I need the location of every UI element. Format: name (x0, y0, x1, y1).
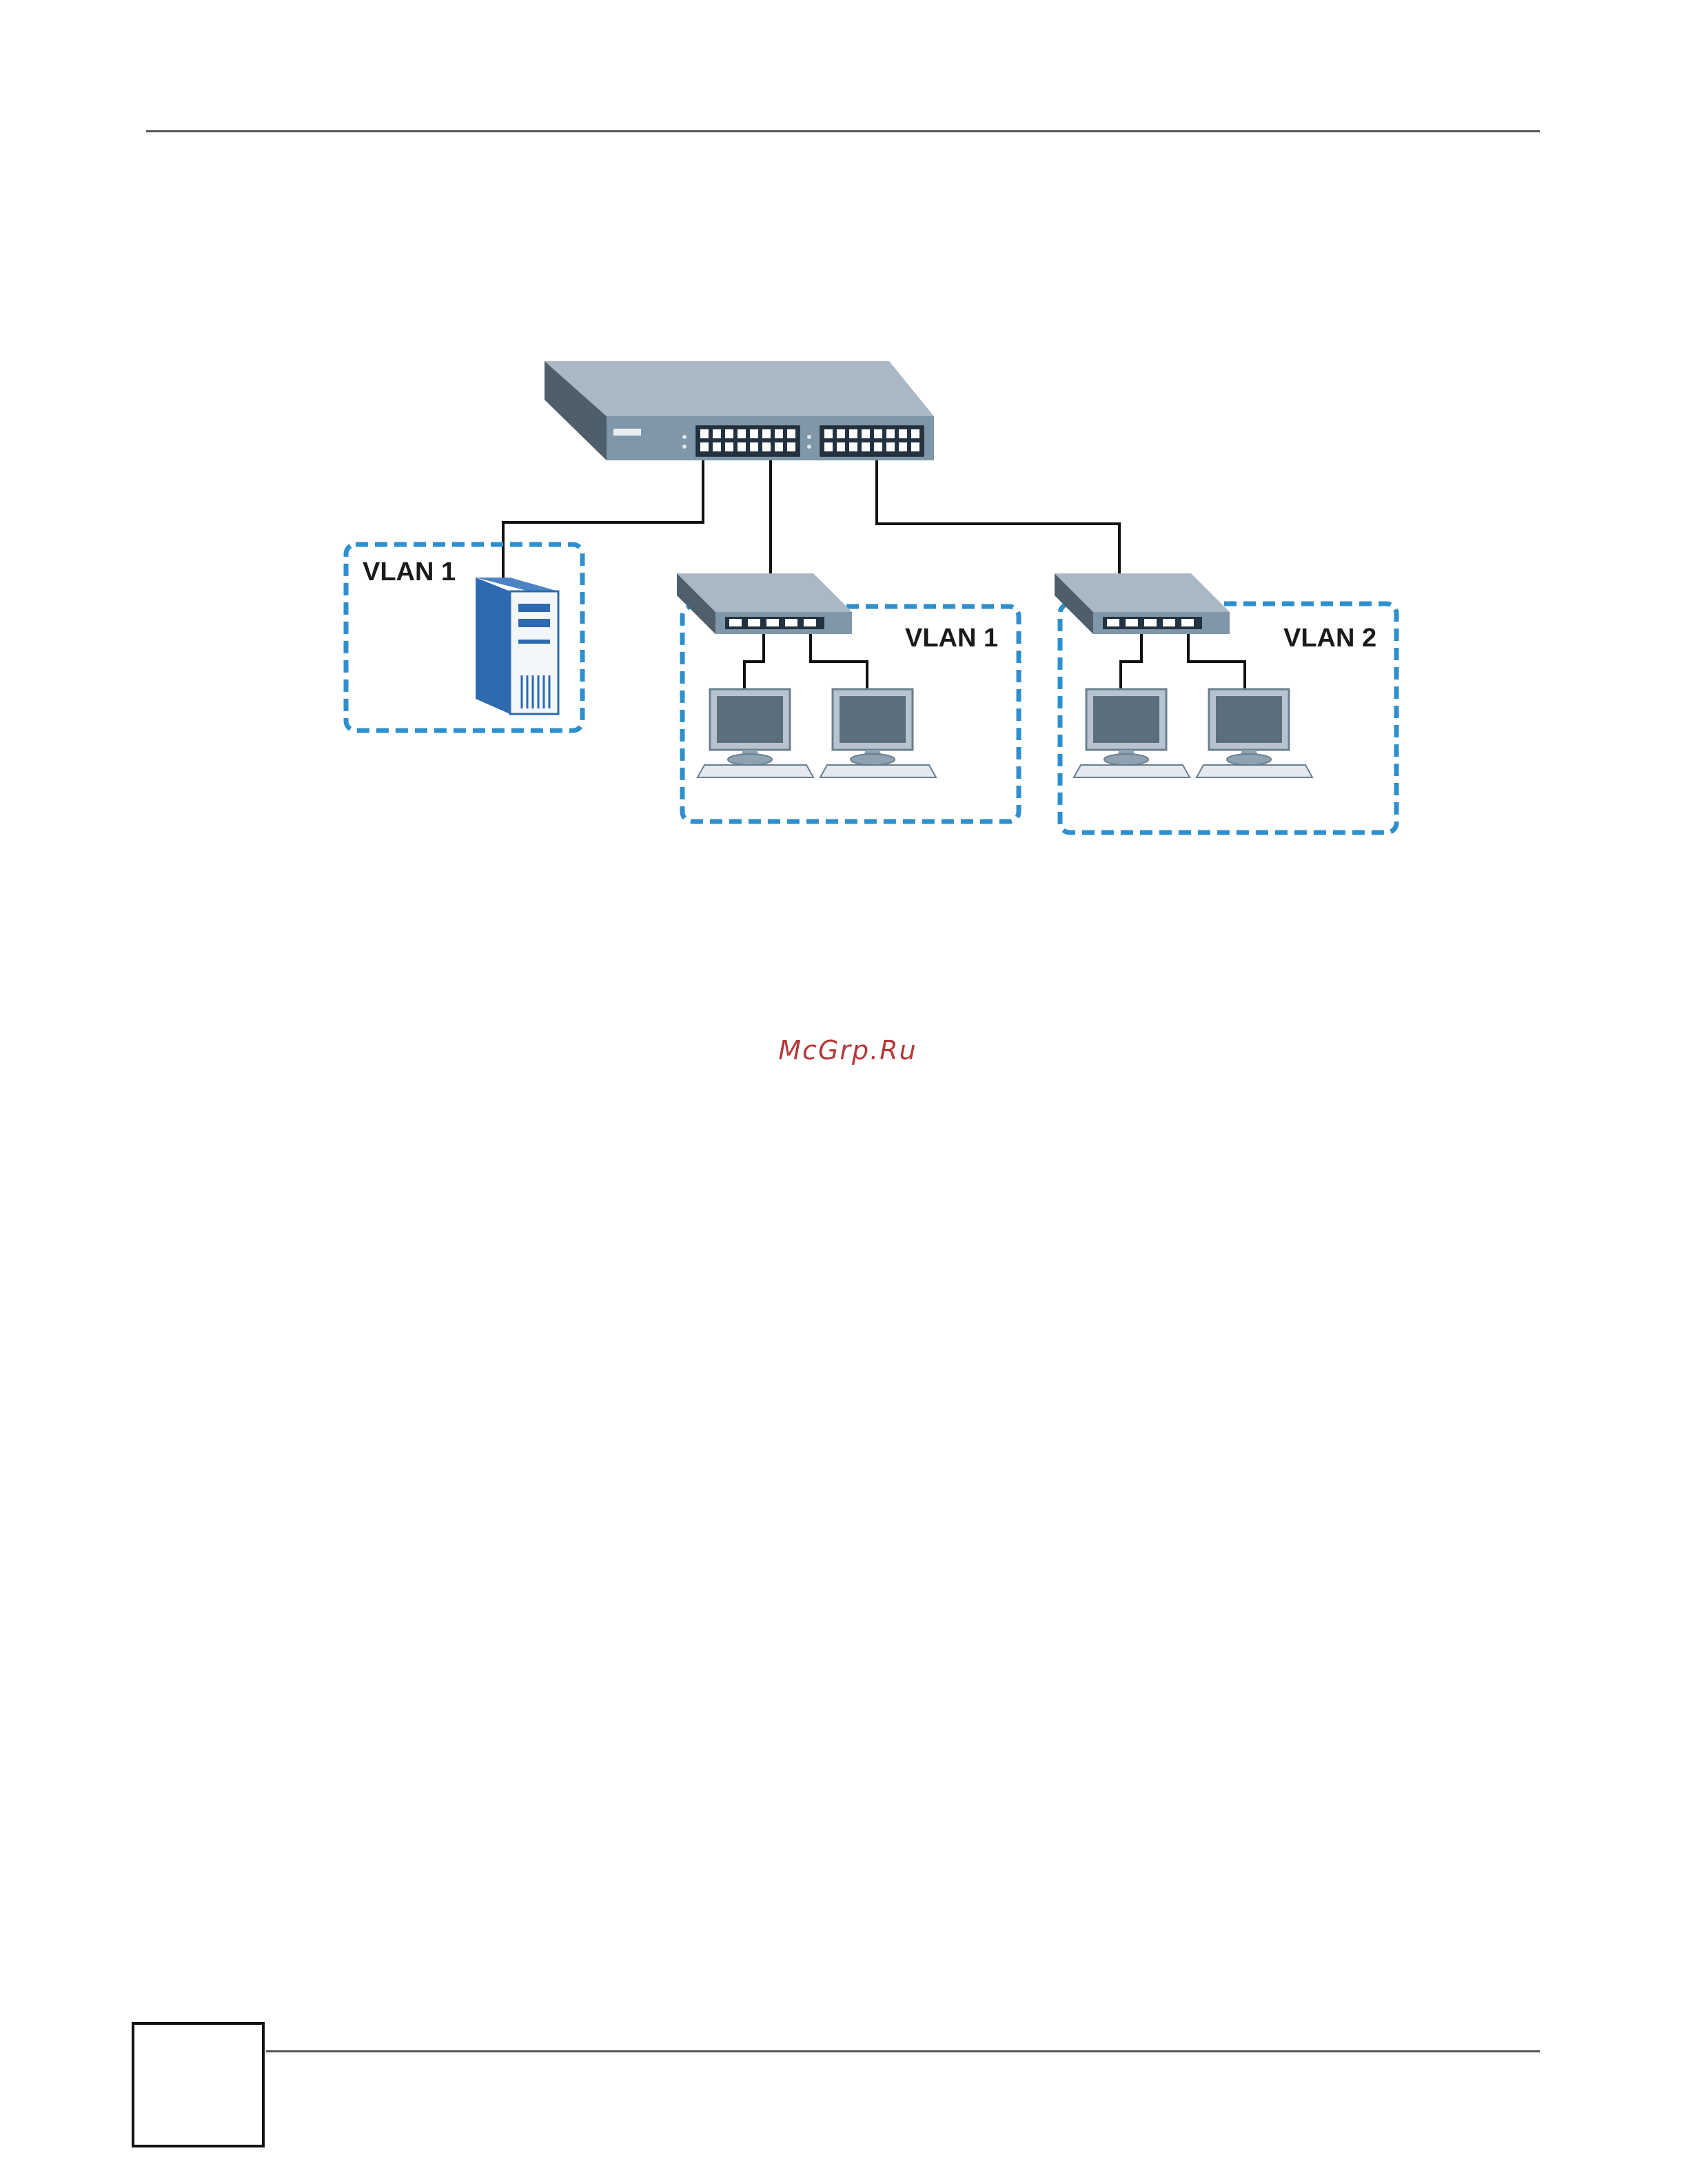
switch-port (700, 429, 709, 438)
pc-icon (1197, 689, 1312, 777)
switch-port (824, 442, 833, 451)
switch-port (849, 442, 857, 451)
switch-port (713, 442, 721, 451)
footer-rule (266, 2050, 1540, 2052)
links-switch-b (1121, 634, 1245, 691)
links-switch-a (744, 634, 867, 691)
switch-port (837, 442, 845, 451)
switch-port (775, 429, 783, 438)
switch-port (874, 442, 882, 451)
switch-port (762, 442, 771, 451)
uplinks (503, 460, 1119, 578)
vlan-label-server: VLAN 1 (363, 558, 456, 586)
switch-port (725, 429, 733, 438)
switch-port (725, 442, 733, 451)
switch-port (713, 429, 721, 438)
pc-icon (698, 689, 813, 777)
switch-b-icon (1055, 573, 1230, 634)
switch-port (738, 429, 746, 438)
vlan-diagram: VLAN 1 VLAN 1 (0, 0, 1688, 896)
page-number-box (132, 2022, 265, 2147)
link-core-to-switch-b (877, 460, 1119, 573)
switch-port (899, 429, 907, 438)
switch-port (824, 429, 833, 438)
watermark: McGrp.Ru (689, 1035, 1006, 1065)
switch-port (862, 442, 870, 451)
switch-port (750, 442, 758, 451)
switch-port (787, 442, 795, 451)
vlan-label-group-b: VLAN 2 (1283, 624, 1376, 653)
switch-port (787, 429, 795, 438)
switch-port (762, 429, 771, 438)
pc-icon (820, 689, 936, 777)
switch-port (862, 429, 870, 438)
switch-port (911, 442, 919, 451)
switch-port (700, 442, 709, 451)
switch-a-icon (677, 573, 852, 634)
vlan-label-group-a: VLAN 1 (905, 624, 998, 653)
switch-port (874, 429, 882, 438)
switch-port (899, 442, 907, 451)
switch-port (886, 442, 895, 451)
switch-port (775, 442, 783, 451)
server-icon (476, 578, 558, 714)
switch-port (750, 429, 758, 438)
switch-port (738, 442, 746, 451)
switch-port (849, 429, 857, 438)
switch-port (911, 429, 919, 438)
switch-port (837, 429, 845, 438)
core-switch-icon (545, 361, 934, 460)
switch-port (886, 429, 895, 438)
pc-icon (1074, 689, 1190, 777)
link-core-to-server (503, 460, 703, 578)
